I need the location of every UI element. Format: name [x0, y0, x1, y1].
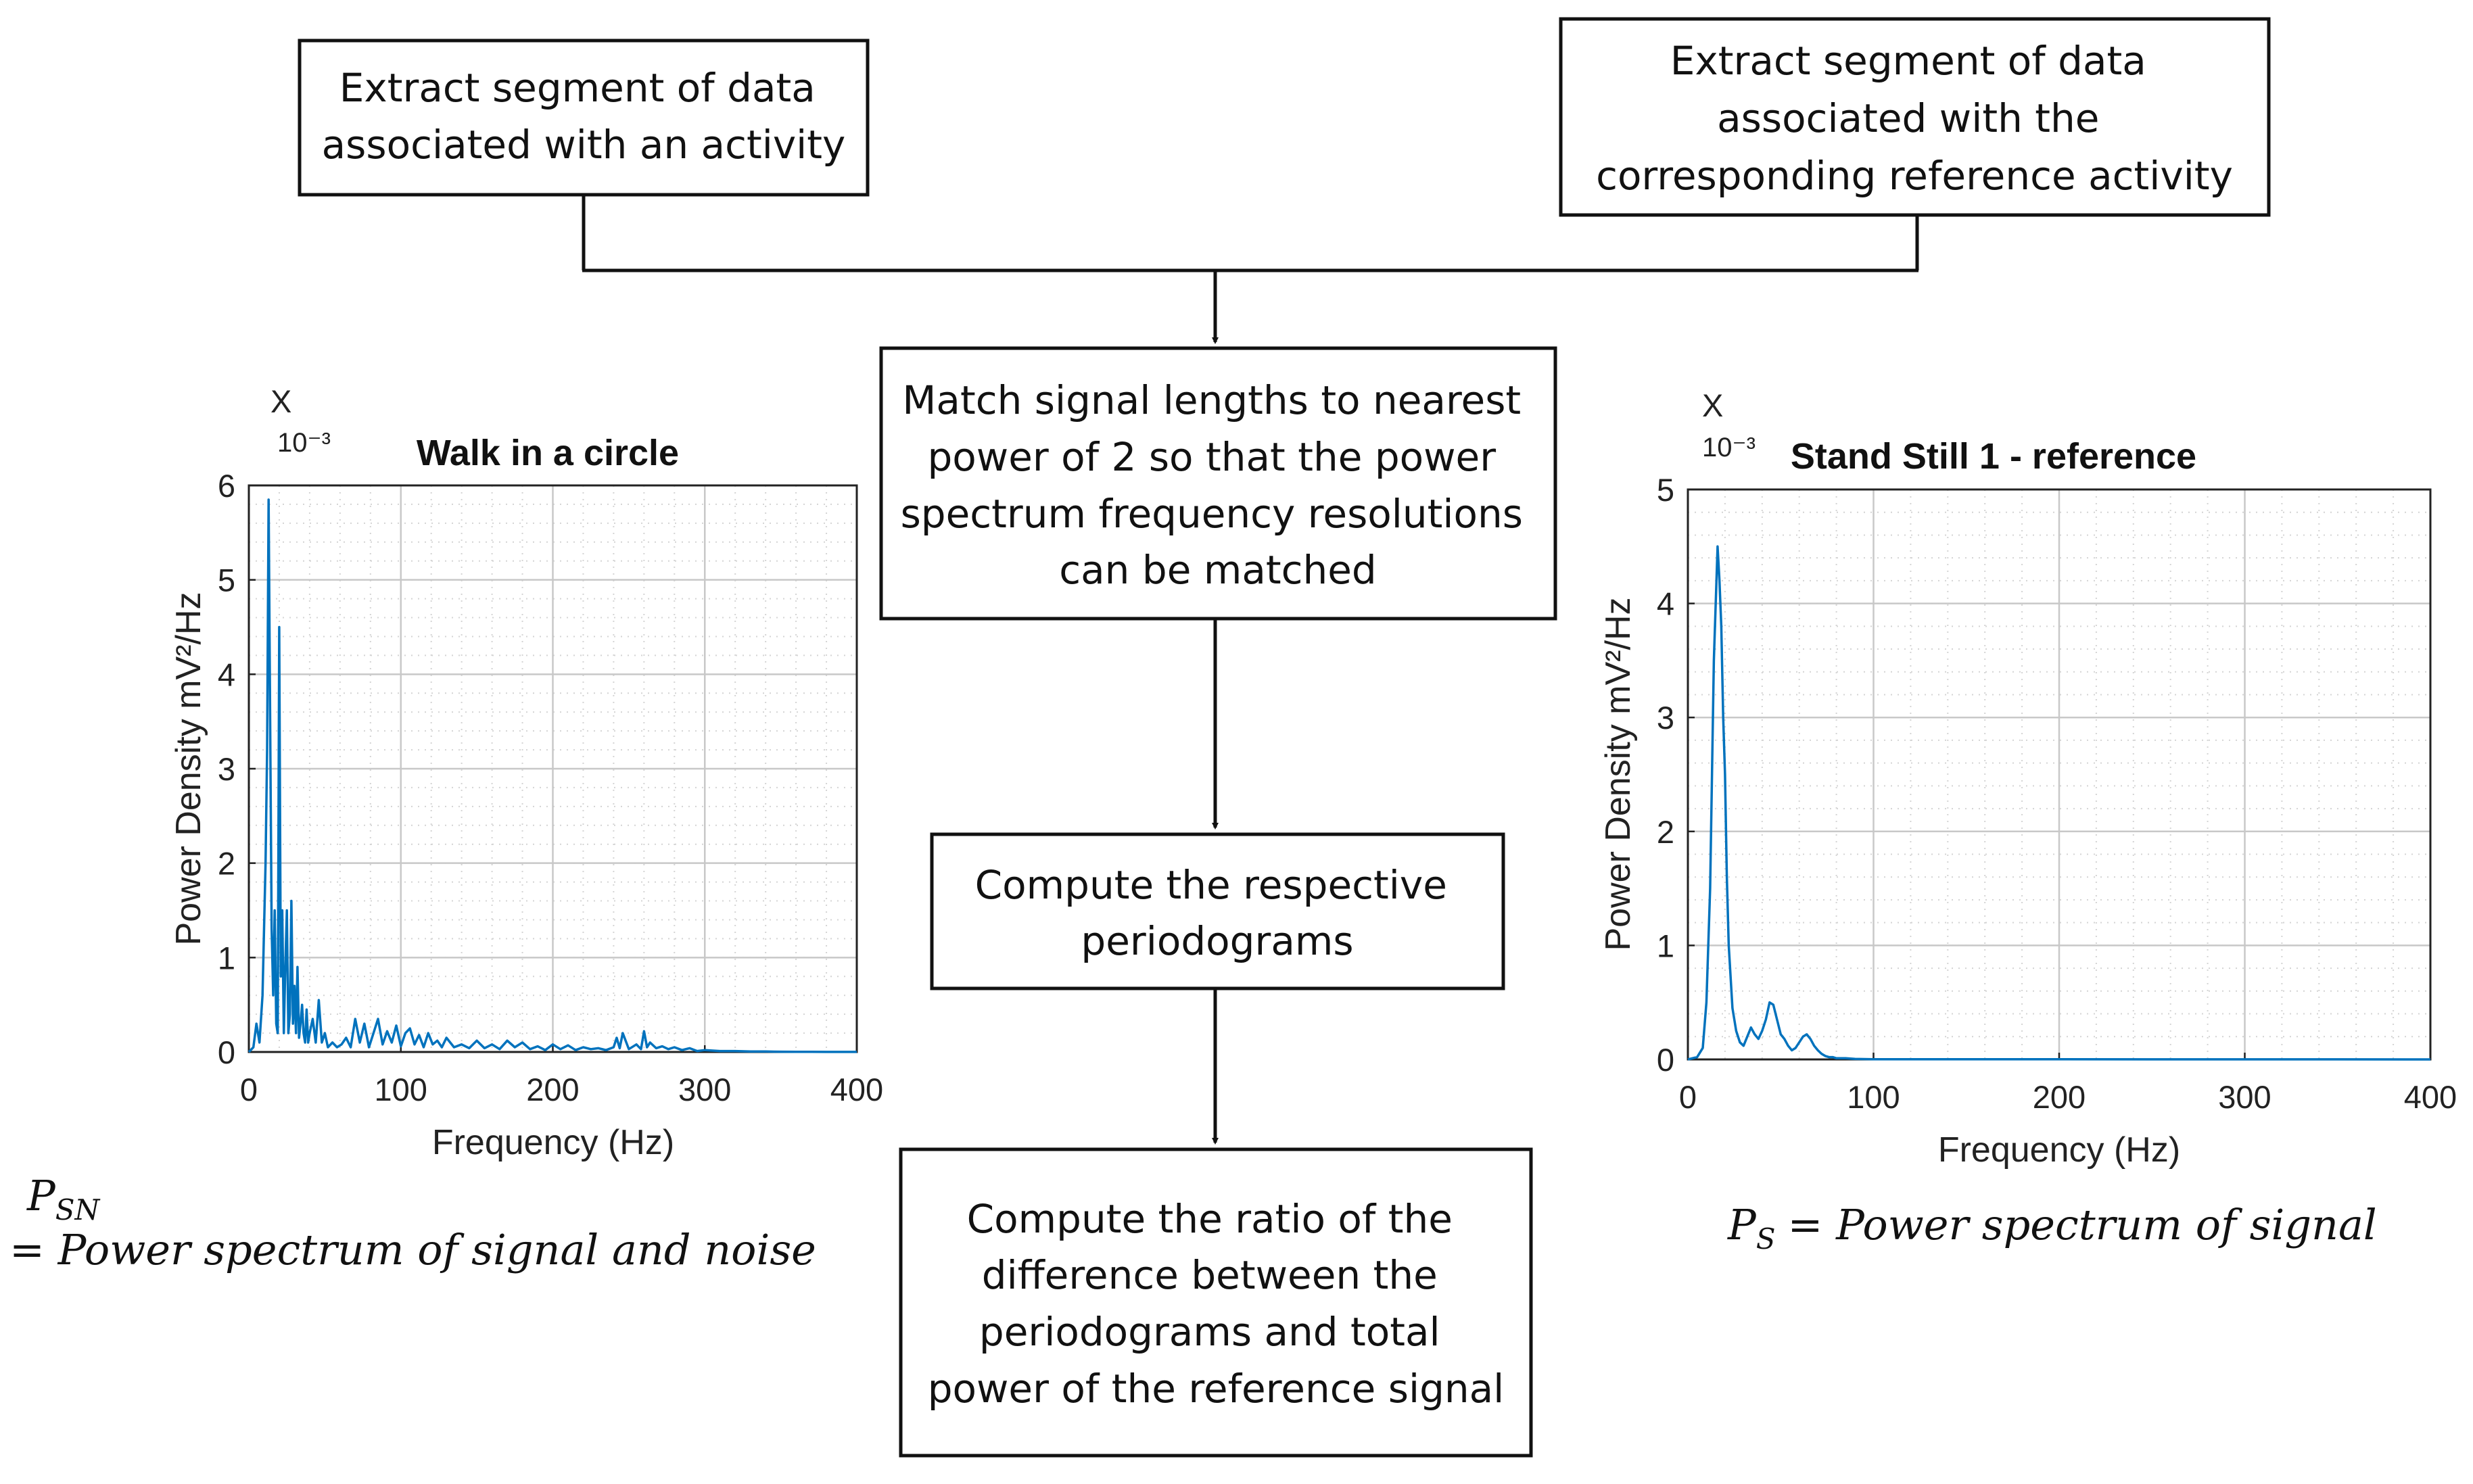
- label-ps: PS = Power spectrum of signal: [1727, 1200, 2377, 1255]
- ps-text: = Power spectrum of signal: [1788, 1200, 2377, 1249]
- chart-left-xtick-label: 400: [830, 1072, 883, 1107]
- psn-symbol: P: [26, 1171, 56, 1220]
- box-compute-periodograms: Compute the respective periodograms: [930, 832, 1505, 990]
- chart-right-xtick-label: 100: [1847, 1079, 1900, 1115]
- chart-left-series-line: [248, 498, 857, 1053]
- box-periodograms-line-1: Compute the respective: [975, 862, 1447, 908]
- box-match-lengths: Match signal lengths to nearest power of…: [879, 346, 1557, 621]
- label-psn: PSN = Power spectrum of signal and noise: [9, 1171, 816, 1274]
- svg-text:Compute the ratio of the: Compute the ratio of the difference betw…: [928, 1196, 1505, 1412]
- chart-left-ytick-label: 2: [218, 846, 235, 882]
- chart-left-ytick-label: 1: [218, 940, 235, 976]
- box-match-line-3: spectrum frequency resolutions: [901, 491, 1523, 537]
- box-ratio-line-4: power of the reference signal: [928, 1366, 1505, 1412]
- chart-right-ytick-label: 1: [1657, 928, 1674, 963]
- svg-text:Compute the respective: Compute the respective periodograms: [975, 862, 1460, 964]
- box-periodograms-line-2: periodograms: [1081, 918, 1353, 964]
- svg-text:PSN: PSN: [26, 1171, 100, 1226]
- chart-right-xlabel: Frequency (Hz): [1938, 1130, 2180, 1170]
- chart-right-ticks: 0 100 200 300 400 0 1 2 3 4 5: [1657, 472, 2457, 1115]
- box-extract-reference: Extract segment of data associated with …: [1559, 17, 2271, 217]
- box-extract-activity: Extract segment of data associated with …: [298, 39, 870, 197]
- chart-left-xtick-label: 100: [375, 1072, 427, 1107]
- flowchart: Extract segment of data associated with …: [298, 17, 2271, 1458]
- svg-text:Match signal lengths to neares: Match signal lengths to nearest power of…: [901, 377, 1536, 593]
- chart-left-ticks: 0 100 200 300 400 0 1 2 3 4 5 6: [218, 468, 883, 1107]
- box-reference-line-1: Extract segment of data: [1670, 38, 2146, 84]
- box-match-line-2: power of 2 so that the power: [927, 434, 1496, 480]
- psn-subscript: SN: [55, 1193, 101, 1226]
- svg-text:Extract segment of data: Extract segment of data associated with …: [1596, 38, 2233, 199]
- chart-right-xtick-label: 200: [2033, 1079, 2086, 1115]
- chart-left-title: Walk in a circle: [417, 433, 679, 473]
- chart-right-ytick-label: 5: [1657, 472, 1674, 508]
- chart-right-multiplier-exp: 10⁻³: [1702, 433, 1756, 462]
- chart-left-ytick-label: 3: [218, 751, 235, 787]
- chart-left-ytick-label: 5: [218, 563, 235, 598]
- chart-left-xtick-label: 300: [678, 1072, 731, 1107]
- chart-left-ytick-label: 6: [218, 468, 235, 504]
- merge-connector: [582, 195, 1919, 344]
- chart-right-ytick-label: 0: [1657, 1042, 1674, 1078]
- chart-left-xtick-label: 0: [240, 1072, 258, 1107]
- chart-right-grid: [1688, 489, 2430, 1059]
- chart-left-ylabel: Power Density mV²/Hz: [169, 592, 208, 946]
- chart-right-series-line: [1687, 545, 2431, 1061]
- chart-right-ytick-label: 3: [1657, 700, 1674, 736]
- chart-right-multiplier-x: X: [1702, 387, 1723, 423]
- chart-right-title: Stand Still 1 - reference: [1791, 436, 2196, 477]
- chart-right-xtick-label: 400: [2404, 1079, 2457, 1115]
- psn-text: = Power spectrum of signal and noise: [9, 1225, 816, 1274]
- box-ratio-line-3: periodograms and total: [979, 1309, 1440, 1355]
- chart-left-ytick-label: 4: [218, 656, 235, 692]
- chart-right-ytick-label: 4: [1657, 586, 1674, 622]
- svg-text:PS= Power spectrum of signal: PS = Power spectrum of signal: [1727, 1200, 2377, 1255]
- box-ratio-line-1: Compute the ratio of the: [967, 1196, 1453, 1242]
- box-ratio-line-2: difference between the: [982, 1252, 1438, 1298]
- chart-right-ylabel: Power Density mV²/Hz: [1599, 598, 1638, 951]
- chart-walk-in-circle: X 10⁻³ Walk in a circle 0 100 200 300 400 0 1 2…: [169, 383, 883, 1162]
- box-reference-line-3: corresponding reference activity: [1596, 153, 2233, 199]
- box-activity-line-2: associated with an activity: [322, 122, 846, 168]
- chart-left-xlabel: Frequency (Hz): [432, 1123, 674, 1162]
- svg-text:Extract segment of data: Extract segment of data associated with …: [322, 65, 846, 168]
- chart-right-xtick-label: 300: [2218, 1079, 2271, 1115]
- box-reference-line-2: associated with the: [1717, 95, 2099, 141]
- chart-left-ytick-label: 0: [218, 1034, 235, 1070]
- ps-symbol: P: [1727, 1200, 1757, 1249]
- chart-right-xtick-label: 0: [1679, 1079, 1697, 1115]
- box-compute-ratio: Compute the ratio of the difference betw…: [899, 1147, 1533, 1458]
- chart-left-xtick-label: 200: [526, 1072, 579, 1107]
- box-match-line-1: Match signal lengths to nearest: [902, 377, 1521, 423]
- chart-right-ytick-label: 2: [1657, 814, 1674, 850]
- box-activity-line-1: Extract segment of data: [339, 65, 816, 111]
- chart-left-multiplier-x: X: [270, 383, 291, 419]
- chart-left-grid: [249, 485, 857, 1052]
- ps-subscript: S: [1756, 1222, 1776, 1255]
- chart-left-multiplier-exp: 10⁻³: [277, 428, 331, 458]
- box-match-line-4: can be matched: [1059, 547, 1377, 593]
